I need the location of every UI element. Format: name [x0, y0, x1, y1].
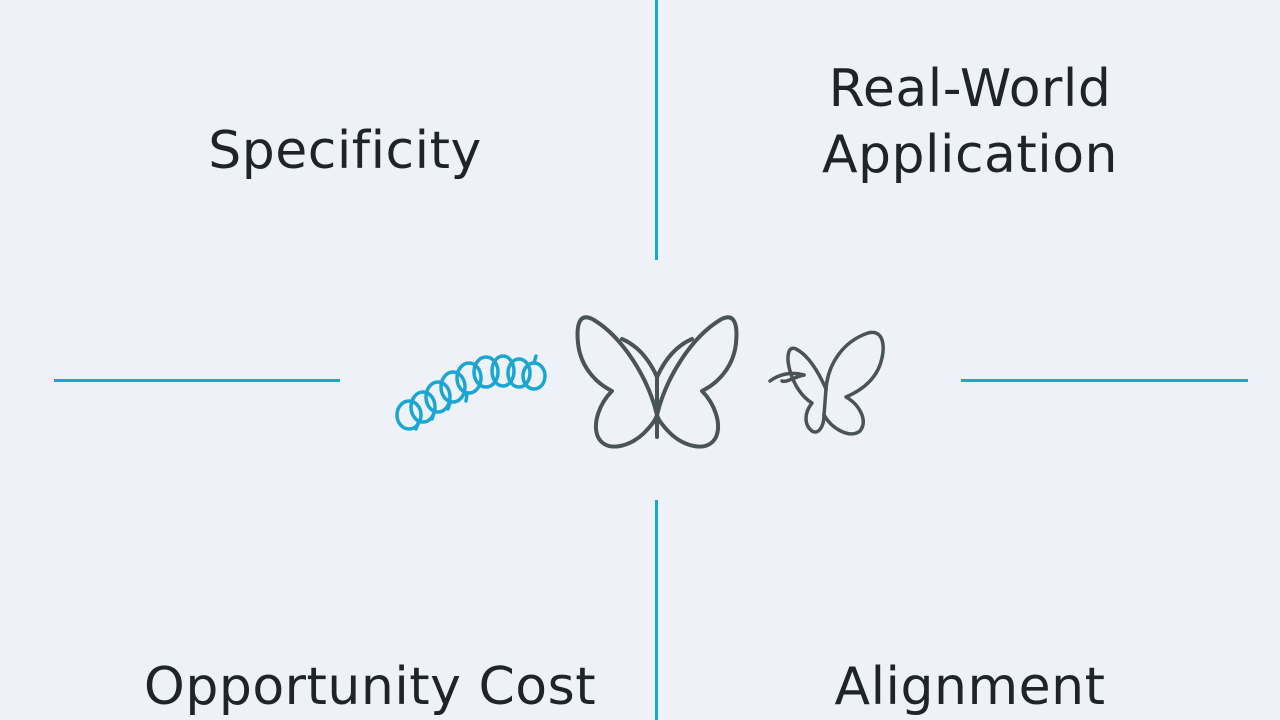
- small-butterfly-icon: [768, 330, 885, 436]
- butterfly-icon: [575, 315, 739, 449]
- quadrant-label-opportunity-cost: Opportunity Cost: [143, 657, 597, 717]
- horizontal-divider-left: [54, 379, 340, 382]
- quadrant-label-line-1: Real-World: [828, 59, 1112, 119]
- vertical-divider-bottom: [655, 500, 658, 720]
- caterpillar-icon: [395, 354, 547, 431]
- metamorphosis-icons-svg: [395, 315, 885, 449]
- vertical-divider-top: [655, 0, 658, 260]
- horizontal-divider-right: [961, 379, 1248, 382]
- quadrant-label-line-2: Application: [821, 125, 1119, 185]
- metamorphosis-icons: [390, 305, 890, 455]
- quadrant-label-alignment: Alignment: [834, 657, 1106, 717]
- quadrant-label-real-world-application: Real-World Application: [760, 56, 1180, 188]
- quadrant-label-specificity: Specificity: [208, 121, 482, 181]
